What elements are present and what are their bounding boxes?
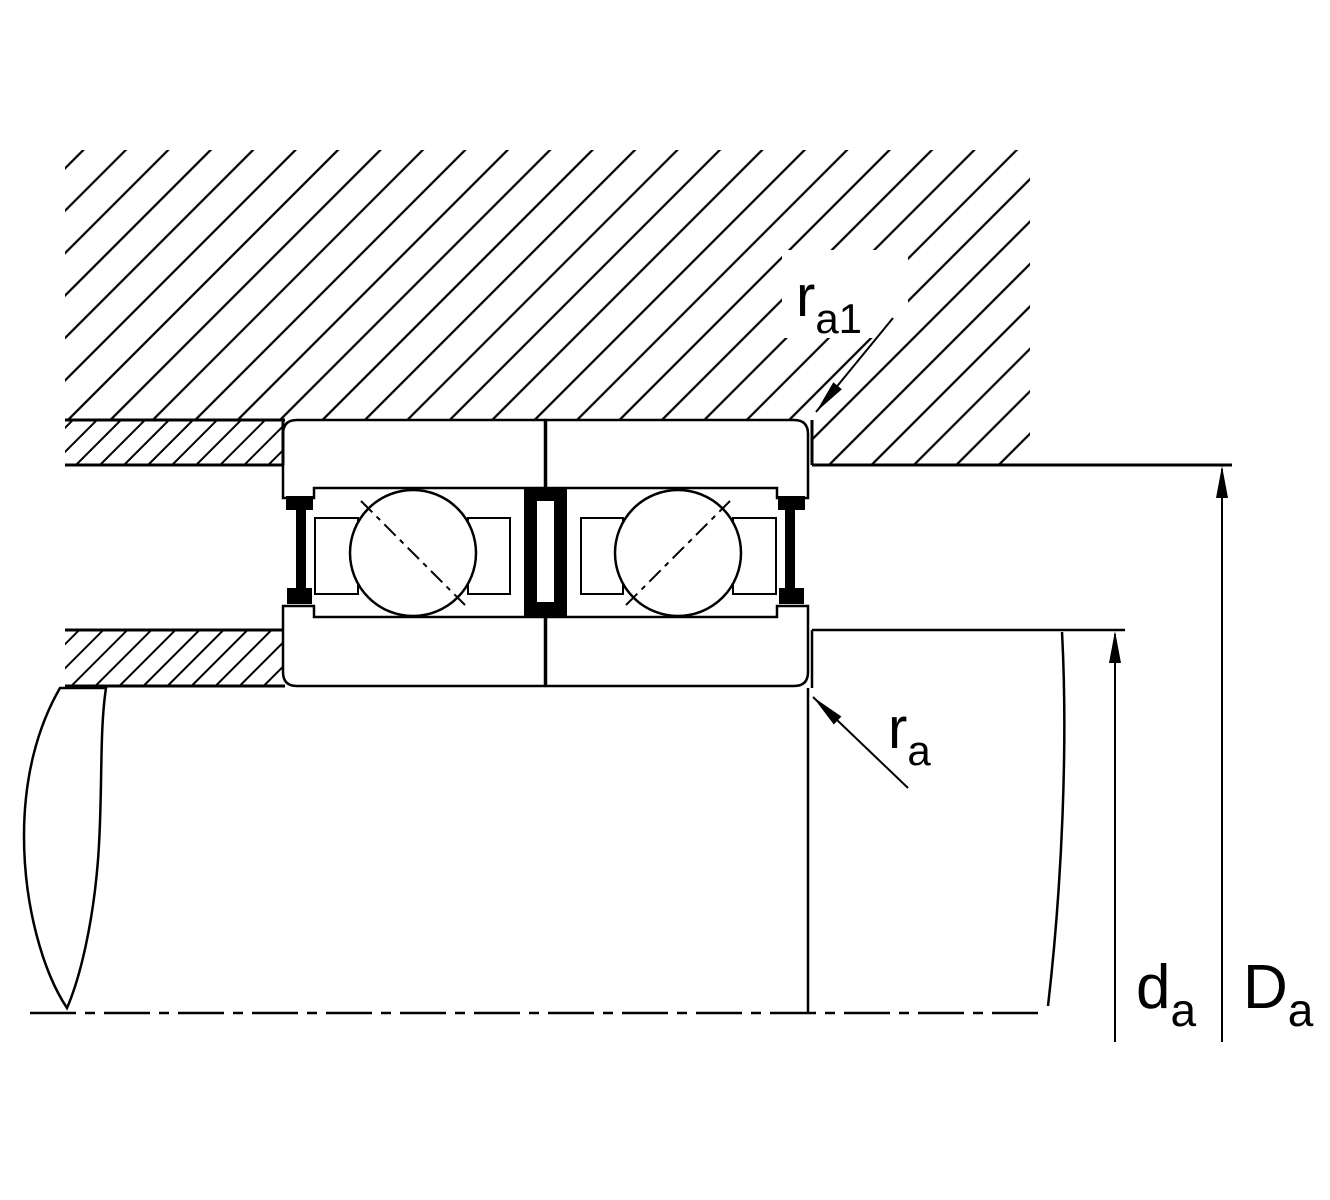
housing-body-hatch xyxy=(65,150,1030,465)
housing-shoulder-left-hatch xyxy=(65,420,283,465)
spacer-right-bar xyxy=(554,501,567,602)
da-symbol: d xyxy=(1136,953,1170,1022)
bearing-left-contact-line xyxy=(360,500,466,606)
bearing-left xyxy=(281,418,547,688)
ra1-subscript: a1 xyxy=(815,295,862,342)
label-ra1: ra1 xyxy=(796,264,862,342)
da-arrowhead-icon xyxy=(1109,631,1121,663)
bearing-right-seal-top xyxy=(778,496,805,510)
bearing-left-seal-lip xyxy=(287,588,312,604)
label-ra: ra xyxy=(888,696,931,774)
bearing-right-outer-ring xyxy=(544,418,810,500)
ra-subscript: a xyxy=(907,727,931,774)
ra-symbol: r xyxy=(888,696,907,761)
shaft-end-break-curve xyxy=(1046,631,1066,1007)
shaft-break-section-blob xyxy=(22,686,108,1011)
bearing-left-seal-stem xyxy=(296,508,306,592)
da-subscript: a xyxy=(1170,984,1196,1036)
ra1-symbol: r xyxy=(796,264,815,329)
label-da: da xyxy=(1136,953,1196,1036)
bearing-right-inner-ring xyxy=(544,604,810,688)
bearing-left-seal-top xyxy=(286,496,313,510)
ra1-label-backing xyxy=(782,250,908,338)
Da-symbol: D xyxy=(1243,953,1288,1022)
bearing-right xyxy=(544,418,810,688)
bearing-right-contact-line xyxy=(625,500,731,606)
bearing-left-outer-ring xyxy=(281,418,547,500)
ra1-arrowhead-icon xyxy=(816,382,842,412)
Da-arrowhead-icon xyxy=(1216,466,1228,498)
dimensions: ra1 ra da Da xyxy=(782,250,1314,1042)
shaft-shoulder-left-hatch xyxy=(65,630,283,686)
bearing-left-inner-ring xyxy=(281,604,547,688)
housing-section xyxy=(65,150,1232,467)
center-spacer xyxy=(524,487,567,616)
bearing-right-seal-stem xyxy=(785,508,795,592)
ra-arrowhead-icon xyxy=(813,697,842,725)
label-Da: Da xyxy=(1243,953,1314,1036)
bearing-right-seal-lip xyxy=(779,588,804,604)
shaft-section xyxy=(22,628,1066,1015)
Da-subscript: a xyxy=(1288,984,1314,1036)
spacer-top-cap xyxy=(524,487,567,501)
spacer-left-bar xyxy=(524,501,537,602)
spacer-bottom-cap xyxy=(524,602,567,616)
